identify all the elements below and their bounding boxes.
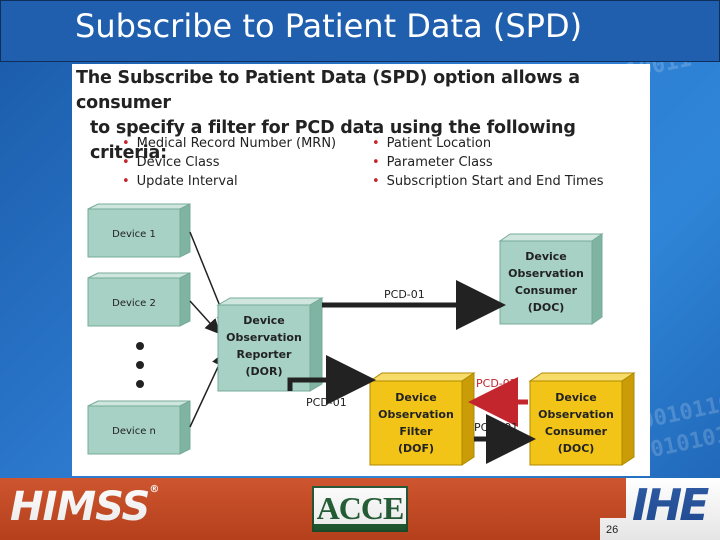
criteria-item: Device Class xyxy=(122,153,336,172)
dof-label-2: Observation xyxy=(378,408,454,421)
dor-label-4: (DOR) xyxy=(245,365,282,378)
pcd01-label-left: PCD-01 xyxy=(306,396,347,409)
device-2-connector xyxy=(189,300,221,335)
device-2-box: Device 2 xyxy=(87,272,191,327)
acce-logo: ACCE xyxy=(312,486,408,532)
criteria-item: Subscription Start and End Times xyxy=(372,172,604,191)
footer-bar: HIMSS® ACCE 26 IHE xyxy=(0,478,720,540)
spd-diagram: Device 1 Device 2 Device n Devic xyxy=(87,203,636,466)
criteria-item: Parameter Class xyxy=(372,153,603,172)
title-bar: Subscribe to Patient Data (SPD) xyxy=(0,0,720,62)
doc-bottom-box: Device Observation Consumer (DOC) xyxy=(528,372,636,466)
intro-line-1: The Subscribe to Patient Data (SPD) opti… xyxy=(76,68,580,113)
doc-bottom-label-1: Device xyxy=(555,391,597,404)
doc-top-label-3: Consumer xyxy=(515,284,578,297)
criteria-item: Update Interval xyxy=(122,172,336,191)
himss-logo-text: HIMSS xyxy=(10,484,150,530)
doc-bottom-label-3: Consumer xyxy=(545,425,608,438)
doc-top-box: Device Observation Consumer (DOC) xyxy=(498,233,604,325)
pcd01-arrow-dor-to-dof xyxy=(287,355,376,405)
device-1-box: Device 1 xyxy=(87,203,191,258)
pcd02-label: PCD-02 xyxy=(476,377,517,390)
slide-title: Subscribe to Patient Data (SPD) xyxy=(75,7,583,45)
dof-label-3: Filter xyxy=(399,425,433,438)
dof-label-1: Device xyxy=(395,391,437,404)
doc-bottom-label-4: (DOC) xyxy=(558,442,595,455)
doc-bottom-label-2: Observation xyxy=(538,408,614,421)
dor-box: Device Observation Reporter (DOR) xyxy=(216,297,324,392)
device-n-label: Device n xyxy=(112,426,156,437)
criteria-list-right: Patient Location Parameter Class Subscri… xyxy=(372,134,604,191)
dor-label-2: Observation xyxy=(226,331,302,344)
doc-top-label-1: Device xyxy=(525,250,567,263)
criteria-item: Medical Record Number (MRN) xyxy=(122,134,336,153)
criteria-item: Patient Location xyxy=(372,134,603,153)
himss-logo: HIMSS® xyxy=(10,484,159,530)
page-number: 26 xyxy=(606,524,619,536)
device-1-label: Device 1 xyxy=(112,229,156,240)
ellipsis-dot xyxy=(136,361,144,369)
doc-top-label-4: (DOC) xyxy=(528,301,565,314)
device-n-box: Device n xyxy=(87,400,191,455)
dof-label-4: (DOF) xyxy=(398,442,434,455)
doc-top-label-2: Observation xyxy=(508,267,584,280)
ihe-logo: IHE xyxy=(632,480,709,531)
acce-logo-text: ACCE xyxy=(316,490,405,526)
criteria-list-left: Medical Record Number (MRN) Device Class… xyxy=(122,134,336,191)
dof-box: Device Observation Filter (DOF) xyxy=(368,372,476,466)
device-2-label: Device 2 xyxy=(112,298,156,309)
ellipsis-dot xyxy=(136,342,144,350)
pcd01-label-right: PCD -01 xyxy=(474,421,518,434)
ellipsis-dot xyxy=(136,380,144,388)
dor-label-3: Reporter xyxy=(237,348,293,361)
pcd01-label-top: PCD-01 xyxy=(384,288,425,301)
content-panel: The Subscribe to Patient Data (SPD) opti… xyxy=(72,64,650,476)
dor-label-1: Device xyxy=(243,314,285,327)
